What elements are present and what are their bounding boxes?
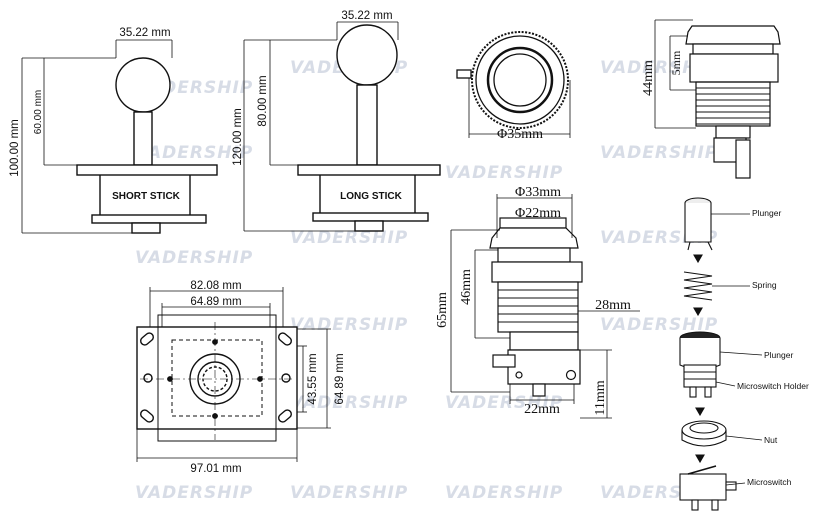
part-label-nut: Nut <box>764 435 778 445</box>
plate-outer-width-label: 82.08 mm <box>190 280 241 292</box>
part-label-microswitch: Microswitch <box>747 477 792 487</box>
watermark: VADERSHIP <box>600 143 718 163</box>
short-total-height-label: 100.00 mm <box>9 119 21 177</box>
watermark: VADERSHIP <box>290 228 408 248</box>
long-stick-label: LONG STICK <box>340 191 402 202</box>
part-label-spring: Spring <box>752 280 777 290</box>
exploded-view <box>679 197 763 511</box>
button-side-view-large <box>450 194 640 419</box>
button-top-diameter-label: Φ35mm <box>497 127 543 142</box>
part-label-plunger-2: Plunger <box>764 350 793 360</box>
button-top-view <box>456 31 571 138</box>
watermark: VADERSHIP <box>600 315 718 335</box>
watermark-layer: VADERSHIP VADERSHIP VADERSHIP VADERSHIP … <box>135 58 718 503</box>
small-cap-height-label: 5mm <box>669 50 683 75</box>
large-body-height-label: 46mm <box>459 269 474 305</box>
mount-plate-drawing <box>136 287 331 462</box>
plate-inner-height-label: 43.55 mm <box>307 353 319 404</box>
large-switch-height-label: 11mm <box>593 380 608 415</box>
watermark: VADERSHIP <box>290 315 408 335</box>
long-total-height-label: 120.00 mm <box>232 108 244 166</box>
plate-base-width-label: 97.01 mm <box>190 463 241 475</box>
watermark: VADERSHIP <box>135 143 253 163</box>
watermark: VADERSHIP <box>445 393 563 413</box>
button-side-view-small <box>654 19 781 179</box>
watermark: VADERSHIP <box>445 163 563 183</box>
large-thread-length-label: 28mm <box>595 298 631 313</box>
long-shaft-height-label: 80.00 mm <box>257 75 269 126</box>
short-stick-label: SHORT STICK <box>112 191 181 202</box>
large-total-height-label: 65mm <box>435 292 450 328</box>
small-total-height-label: 44mm <box>641 60 656 96</box>
large-outer-diameter-label: Φ33mm <box>515 185 561 200</box>
plate-inner-width-label: 64.89 mm <box>190 296 241 308</box>
plate-outer-height-label: 64.89 mm <box>334 353 346 404</box>
watermark: VADERSHIP <box>135 248 253 268</box>
long-stick-drawing <box>243 21 441 232</box>
watermark: VADERSHIP <box>135 483 253 503</box>
part-label-plunger: Plunger <box>752 208 781 218</box>
short-stick-drawing <box>21 39 218 234</box>
watermark: VADERSHIP <box>290 483 408 503</box>
large-switch-width-label: 22mm <box>524 402 560 417</box>
short-ball-width-label: 35.22 mm <box>119 27 170 39</box>
part-label-microswitch-holder: Microswitch Holder <box>737 381 809 391</box>
large-inner-diameter-label: Φ22mm <box>515 206 561 221</box>
watermark: VADERSHIP <box>290 393 408 413</box>
watermark: VADERSHIP <box>445 483 563 503</box>
long-ball-width-label: 35.22 mm <box>341 10 392 22</box>
short-shaft-height-label: 60.00 mm <box>33 90 44 134</box>
watermark: VADERSHIP <box>600 58 718 78</box>
